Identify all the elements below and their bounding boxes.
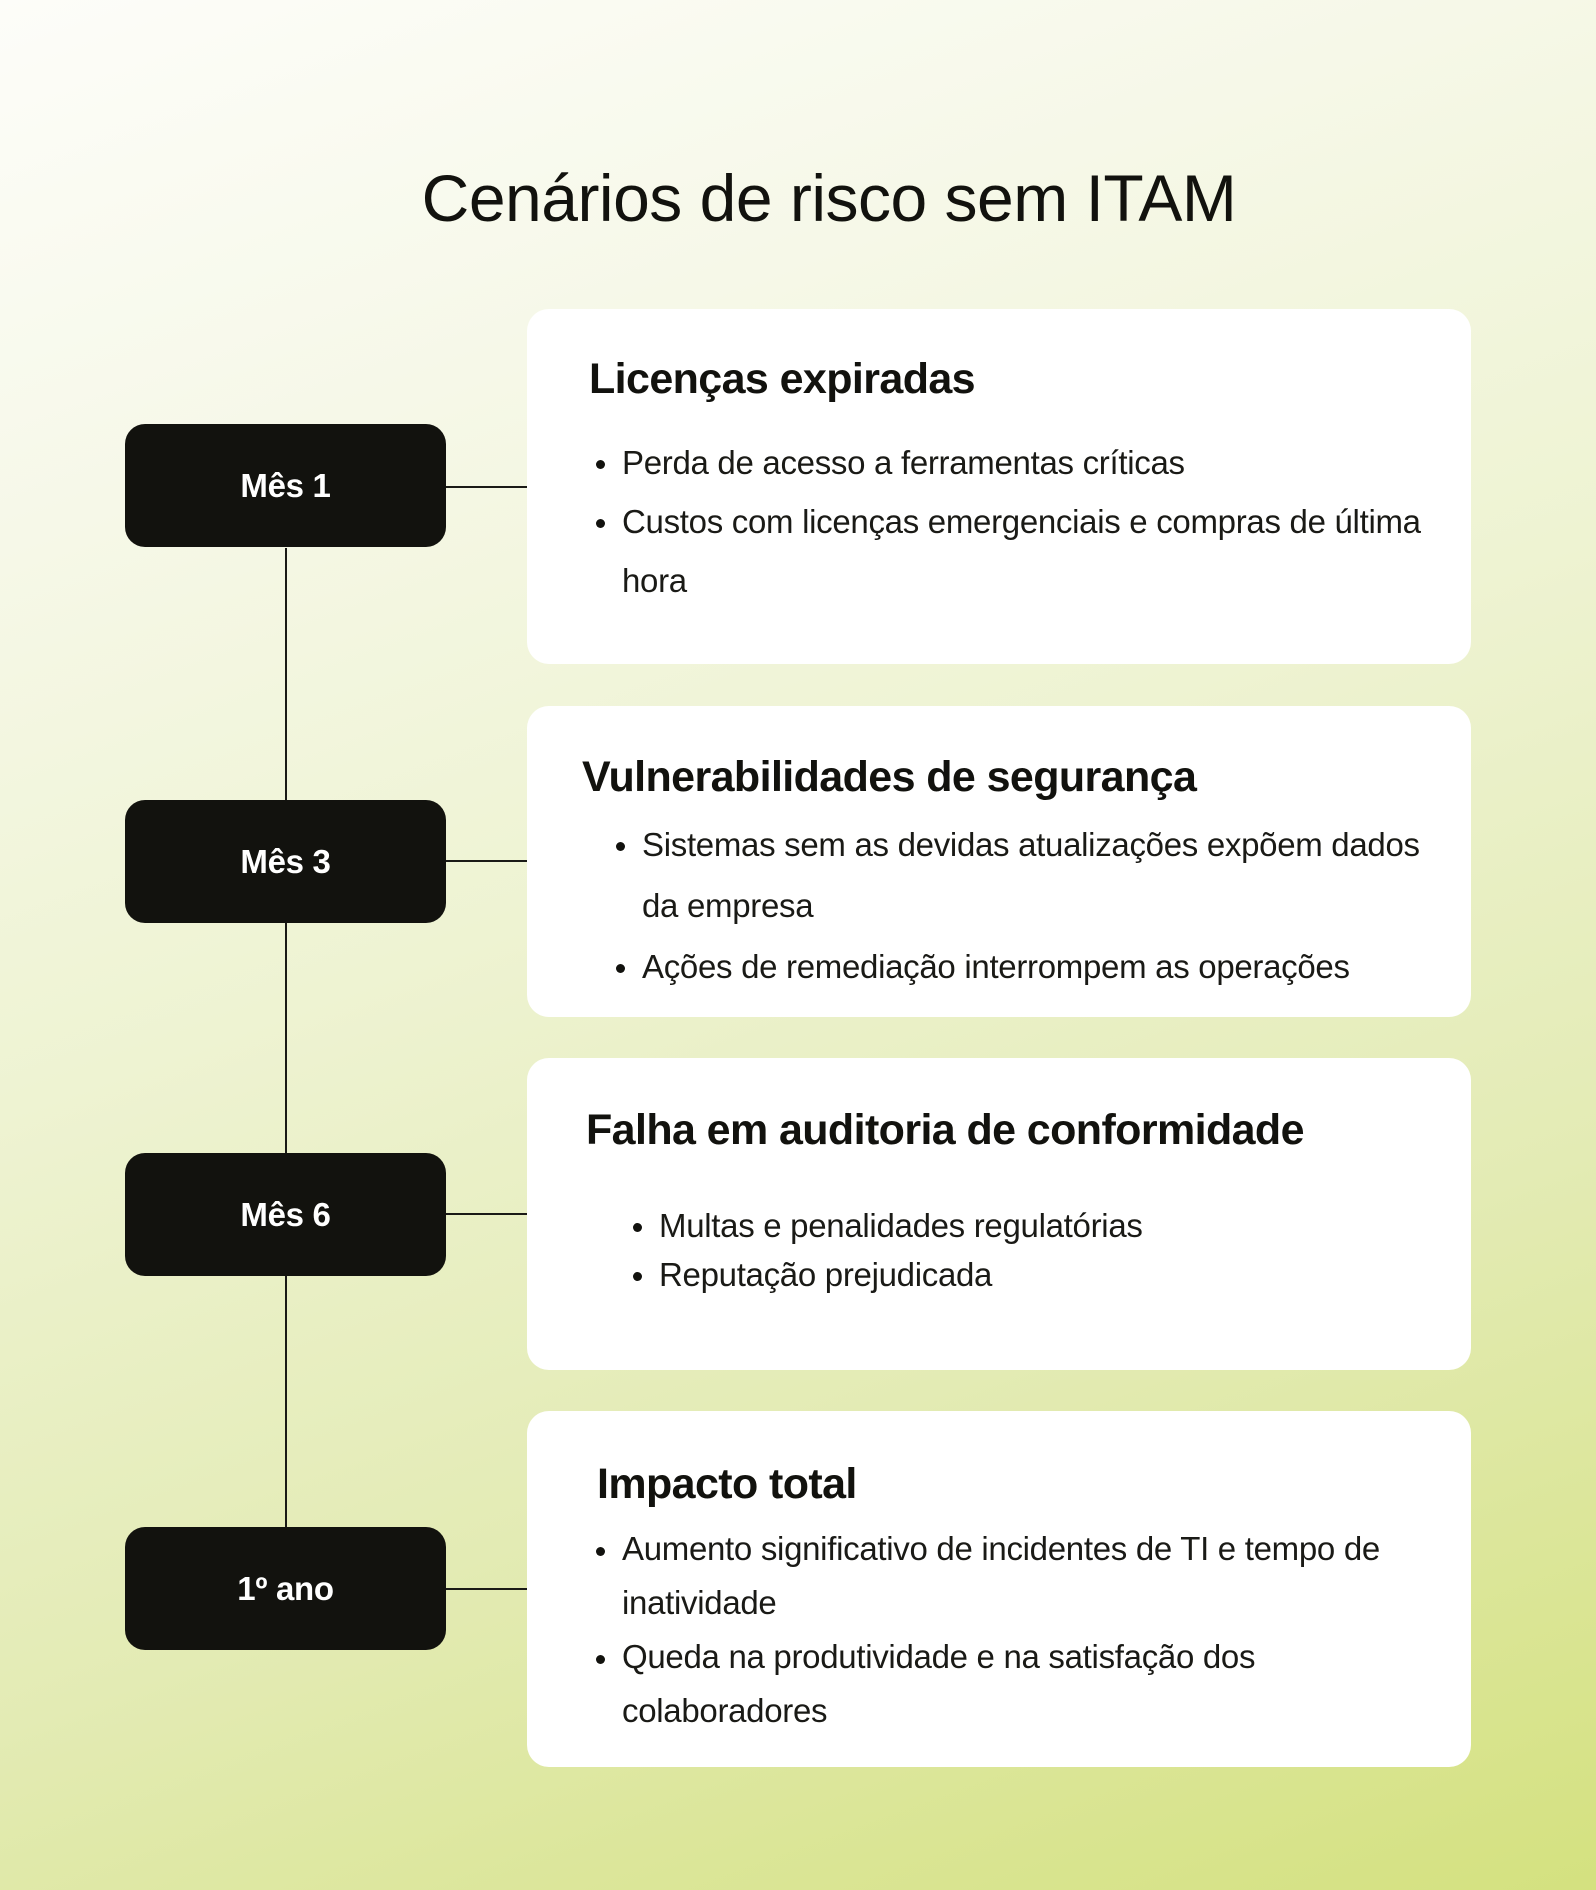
- list-item: Queda na produtividade e na satisfação d…: [596, 1630, 1452, 1738]
- connector-line: [446, 486, 527, 488]
- step-label: Mês 3: [240, 842, 331, 880]
- bullet-icon: [633, 1272, 642, 1281]
- bullet-icon: [616, 842, 625, 851]
- step-label: Mês 6: [240, 1195, 331, 1233]
- list-item: Perda de acesso a ferramentas críticas: [596, 433, 1442, 492]
- page-title: Cenários de risco sem ITAM: [421, 161, 1237, 235]
- list-item: Multas e penalidades regulatórias: [633, 1201, 1439, 1250]
- bullet-icon: [616, 964, 625, 973]
- bullet-icon: [596, 460, 605, 469]
- list-item: Custos com licenças emergenciais e compr…: [596, 492, 1442, 610]
- step-label: Mês 1: [240, 466, 331, 504]
- connector-line: [446, 1588, 527, 1590]
- bullet-list: Sistemas sem as devidas atualizações exp…: [616, 814, 1462, 997]
- list-item: Sistemas sem as devidas atualizações exp…: [616, 814, 1462, 936]
- bullet-list: Multas e penalidades regulatórias Reputa…: [633, 1201, 1439, 1299]
- risk-card-total-impact: Impacto total Aumento significativo de i…: [527, 1411, 1471, 1767]
- timeline-step-month-3: Mês 3: [125, 800, 446, 923]
- bullet-icon: [596, 1655, 605, 1664]
- bullet-icon: [596, 519, 605, 528]
- list-item: Aumento significativo de incidentes de T…: [596, 1522, 1452, 1630]
- card-heading: Impacto total: [597, 1460, 857, 1508]
- risk-card-compliance-audit: Falha em auditoria de conformidade Multa…: [527, 1058, 1471, 1370]
- bullet-icon: [596, 1547, 605, 1556]
- list-item: Ações de remediação interrompem as opera…: [616, 936, 1462, 997]
- card-heading: Licenças expiradas: [589, 355, 976, 403]
- timeline-step-month-6: Mês 6: [125, 1153, 446, 1276]
- connector-line: [446, 1213, 527, 1215]
- risk-card-security-vulnerabilities: Vulnerabilidades de segurança Sistemas s…: [527, 706, 1471, 1017]
- timeline-spine: [285, 548, 287, 1528]
- connector-line: [446, 860, 527, 862]
- card-heading: Vulnerabilidades de segurança: [582, 753, 1197, 801]
- bullet-list: Perda de acesso a ferramentas críticas C…: [596, 433, 1442, 610]
- step-label: 1º ano: [237, 1569, 334, 1607]
- card-heading: Falha em auditoria de conformidade: [586, 1106, 1305, 1154]
- risk-card-expired-licenses: Licenças expiradas Perda de acesso a fer…: [527, 309, 1471, 664]
- bullet-icon: [633, 1223, 642, 1232]
- timeline-step-year-1: 1º ano: [125, 1527, 446, 1650]
- timeline-step-month-1: Mês 1: [125, 424, 446, 547]
- bullet-list: Aumento significativo de incidentes de T…: [596, 1522, 1452, 1738]
- list-item: Reputação prejudicada: [633, 1250, 1439, 1299]
